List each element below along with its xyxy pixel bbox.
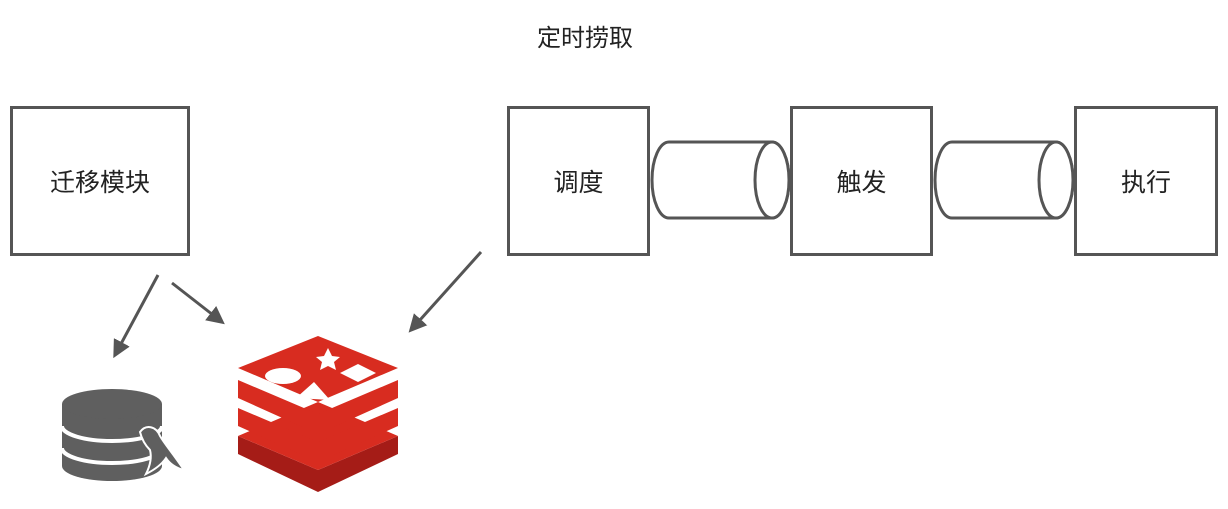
diagram-title: 定时捞取 <box>537 24 633 52</box>
execute-box: 执行 <box>1074 106 1218 256</box>
mysql-database-icon <box>60 389 187 481</box>
arrow-migrate-to-cache <box>171 281 225 325</box>
arrow-migrate-to-database <box>113 274 160 359</box>
redis-icon <box>238 336 398 492</box>
trigger-box: 触发 <box>790 106 933 256</box>
schedule-label: 调度 <box>553 168 604 197</box>
queue-cylinder-2 <box>933 140 1075 220</box>
arrow-schedule-to-cache <box>408 250 483 333</box>
queue-cylinder-1 <box>650 140 791 220</box>
schedule-box: 调度 <box>507 106 650 256</box>
migration-module-box: 迁移模块 <box>10 106 190 256</box>
execute-label: 执行 <box>1120 168 1171 197</box>
migration-module-label: 迁移模块 <box>49 168 150 197</box>
trigger-label: 触发 <box>836 168 887 197</box>
